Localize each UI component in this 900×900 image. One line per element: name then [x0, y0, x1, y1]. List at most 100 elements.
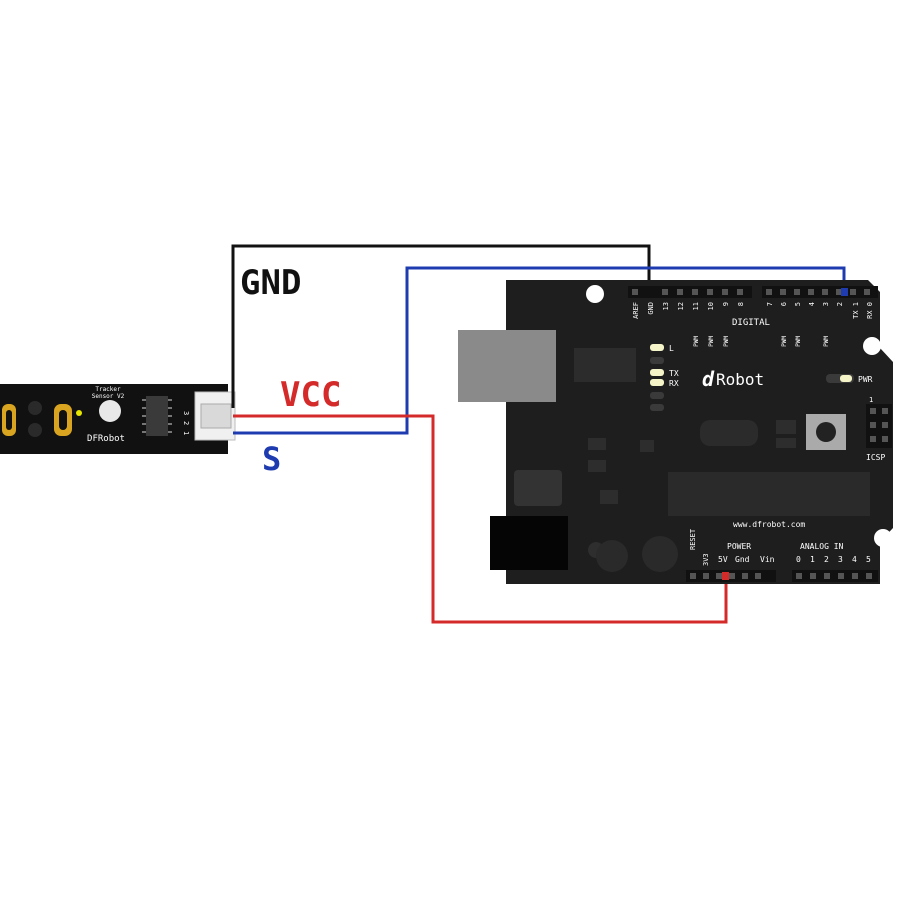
digital-label: DIGITAL: [732, 318, 770, 328]
led-rx: [650, 379, 664, 386]
analog-pin-5: 5: [866, 555, 871, 564]
pwm-label-5: PWM: [795, 336, 802, 347]
header-power-pins: [690, 573, 761, 579]
pwm-label-10: PWM: [708, 336, 715, 347]
header-digital-right: [762, 286, 878, 298]
pin-label-6: 6: [780, 302, 788, 306]
vcc-wire: [233, 414, 728, 624]
icsp-pin-1-label: 1: [869, 396, 873, 404]
pin-label-aref: AREF: [632, 302, 640, 319]
led-l-label: L: [669, 344, 674, 353]
mount-hole-right-bottom: [874, 529, 892, 547]
sensor-pad-left-inner: [6, 410, 12, 430]
pin-label-3: 3: [822, 302, 830, 306]
vcc-wire-label: VCC: [280, 375, 341, 415]
led-tx: [650, 369, 664, 376]
header-analog-pins: [796, 573, 872, 579]
sensor-ic-pins: [142, 399, 172, 433]
pin-label-tx: TX 1: [852, 302, 860, 319]
pin-label-13: 13: [662, 302, 670, 310]
arduino-website: www.dfrobot.com: [733, 520, 805, 529]
led-pwr: [840, 375, 852, 382]
sensor-emitter: [99, 400, 121, 422]
capacitor-1: [596, 540, 628, 572]
usb-port: [458, 330, 556, 402]
mount-hole-top-left: [586, 285, 604, 303]
sensor-pin-label-2: 2: [182, 421, 190, 425]
analog-pin-1: 1: [810, 555, 815, 564]
led-rx-label: RX: [669, 379, 679, 388]
pwm-labels: PWM PWM PWM PWM PWM PWM: [693, 336, 830, 347]
sensor-title-line2: Sensor V2: [92, 393, 125, 400]
signal-wire-label: S: [262, 440, 281, 478]
led-l: [650, 344, 664, 351]
pin-label-8: 8: [737, 302, 745, 306]
led-blank-2: [650, 392, 664, 399]
icsp-label: ICSP: [866, 453, 885, 462]
power-pin-gnd: Gnd: [735, 555, 750, 564]
led-pwr-label: PWR: [858, 375, 873, 384]
top-pin-labels-right: 7 6 5 4 3 2 TX 1 RX 0: [766, 302, 874, 319]
pin-label-5: 5: [794, 302, 802, 306]
usb-chip: [574, 348, 636, 382]
analog-pin-2: 2: [824, 555, 829, 564]
power-pin-5v: 5V: [718, 555, 728, 564]
top-pin-labels-left: AREF GND 13 12 11 10 9 8: [632, 302, 745, 319]
signal-wire: [233, 266, 846, 435]
reset-label: RESET: [689, 528, 697, 550]
arduino-brand: Robot: [716, 370, 764, 389]
dc-power-jack: [490, 516, 568, 570]
led-blank-3: [650, 404, 664, 411]
signal-wire-end: [841, 288, 848, 296]
led-tx-label: TX: [669, 369, 679, 378]
sensor-pin-label-1: 1: [182, 431, 190, 435]
pin-label-9: 9: [722, 302, 730, 306]
mount-hole-right-top: [863, 337, 881, 355]
sensor-hole-1: [28, 401, 42, 415]
atmega-chip: [668, 472, 870, 516]
sensor-connector-slot: [200, 403, 232, 429]
icsp-pins: [870, 408, 888, 442]
analog-pin-4: 4: [852, 555, 857, 564]
pwm-label-11: PWM: [693, 336, 700, 347]
arduino-brand-icon: d: [702, 367, 715, 391]
pin-label-4: 4: [808, 302, 816, 306]
pwm-label-3: PWM: [823, 336, 830, 347]
power-pin-vin: Vin: [760, 555, 775, 564]
header-digital-left: [628, 286, 752, 298]
power-pin-3v3: 3V3: [702, 553, 710, 566]
sensor-brand: DFRobot: [87, 434, 125, 444]
sensor-hole-2: [28, 423, 42, 437]
vcc-wire-end: [722, 572, 729, 580]
icsp-header: [866, 404, 892, 448]
status-leds: L TX RX PWR: [650, 344, 873, 411]
reset-button[interactable]: [816, 422, 836, 442]
regulator: [514, 470, 562, 506]
analog-label: ANALOG IN: [800, 542, 844, 551]
pin-label-12: 12: [677, 302, 685, 310]
sensor-pad-right-inner: [59, 410, 67, 430]
sensor-title-line1: Tracker: [95, 386, 121, 393]
capacitor-2: [642, 536, 678, 572]
analog-pin-3: 3: [838, 555, 843, 564]
pin-label-10: 10: [707, 302, 715, 310]
analog-pin-labels: 0 1 2 3 4 5: [796, 555, 871, 564]
crystal: [700, 420, 758, 446]
pwm-label-9: PWM: [723, 336, 730, 347]
sensor-indicator-led: [76, 410, 82, 416]
pin-label-rx: RX 0: [866, 302, 874, 319]
sensor-ic-chip: [146, 396, 168, 436]
arduino-board: AREF GND 13 12 11 10 9 8 7 6 5 4 3 2 TX …: [458, 280, 893, 584]
wires: [231, 244, 846, 624]
pwm-label-6: PWM: [781, 336, 788, 347]
led-blank-1: [650, 357, 664, 364]
pin-label-2: 2: [836, 302, 844, 306]
header-analog: [792, 570, 878, 582]
gnd-wire-label: GND: [240, 263, 301, 303]
gnd-wire-end: [646, 288, 653, 296]
sensor-pin-label-3: 3: [182, 411, 190, 415]
pin-label-7: 7: [766, 302, 774, 306]
analog-pin-0: 0: [796, 555, 801, 564]
power-label: POWER: [727, 542, 751, 551]
